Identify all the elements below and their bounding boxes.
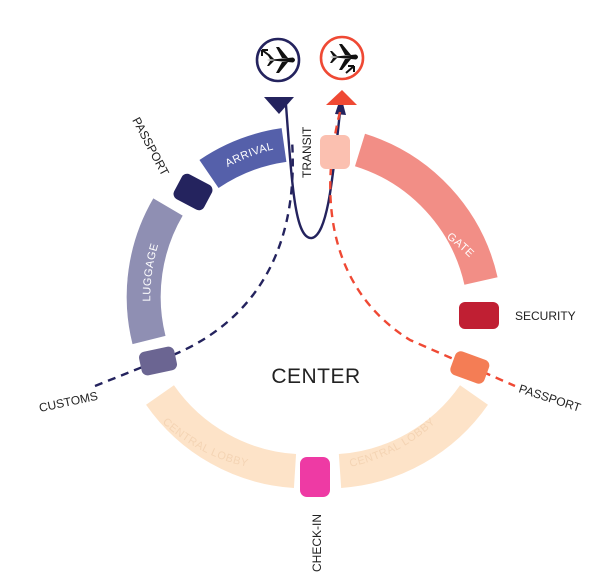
- arrival-path-dashed: [94, 139, 294, 388]
- customs-node: [139, 346, 177, 376]
- transit-label: TRANSIT: [300, 126, 314, 178]
- passport-left-node: [173, 173, 213, 211]
- customs-label: CUSTOMS: [38, 389, 99, 415]
- center-label: CENTER: [271, 365, 360, 388]
- transit-arrowhead: [335, 96, 346, 115]
- arrival-path-solid: [284, 104, 342, 240]
- passport-left-label: PASSPORT: [129, 115, 172, 179]
- security-label: SECURITY: [515, 309, 576, 323]
- passport-right-node: [450, 351, 490, 384]
- luggage-arc: [126, 198, 183, 345]
- central-lobby-right-arc: [338, 385, 488, 488]
- security-node: [459, 302, 499, 329]
- passport-right-label: PASSPORT: [517, 382, 583, 415]
- arrival-arc: [199, 128, 287, 189]
- central-lobby-left-arc: [146, 385, 297, 488]
- arrival-pointer: [264, 97, 294, 114]
- transit-node: [320, 135, 350, 169]
- gate-arc: [354, 133, 498, 286]
- plane-departure-icon: [319, 35, 365, 81]
- plane-arrival-icon: [255, 37, 301, 83]
- check-in-label: CHECK-IN: [310, 514, 324, 572]
- check-in-node: [300, 457, 330, 497]
- departure-pointer: [326, 90, 357, 105]
